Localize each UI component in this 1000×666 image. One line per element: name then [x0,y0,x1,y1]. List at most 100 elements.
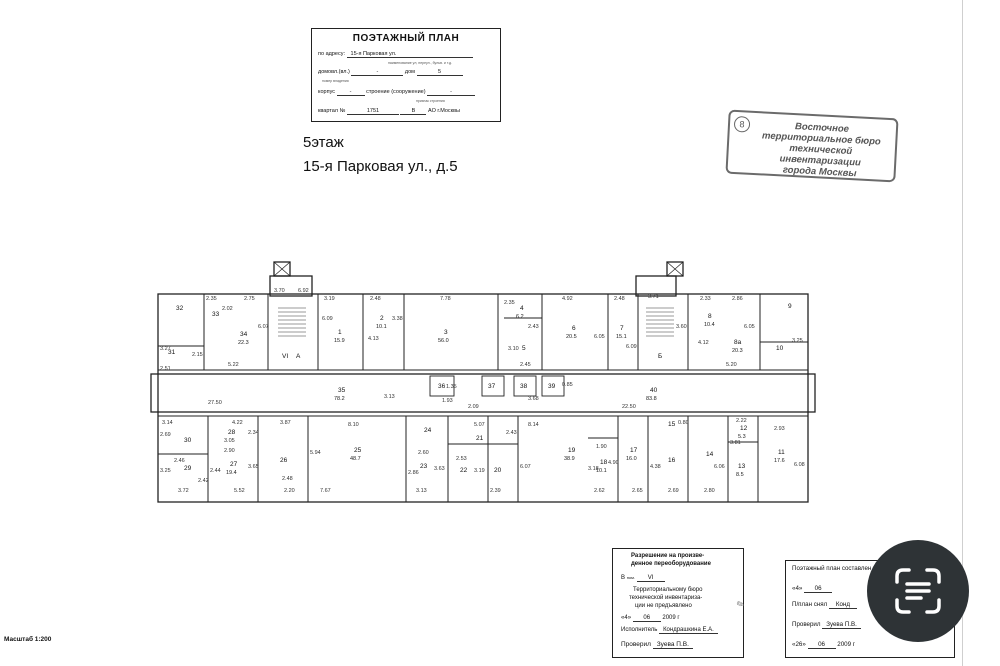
dim: 0.80 [678,420,689,426]
room-18-area: 10.1 [596,468,607,474]
stair-vi: VI [282,353,288,360]
room-39: 39 [548,383,556,390]
dim: 3.70 [274,288,285,294]
korpus-row: корпус - строение (сооружение) - [318,89,476,96]
room-32: 32 [176,305,184,312]
type-hint: признак строения [416,99,445,103]
room-27-area: 19.4 [226,470,237,476]
stroenie-label: строение (сооружение) [366,89,426,95]
room-40-area: 83.8 [646,396,657,402]
dim: 8.14 [528,422,539,428]
kvartal-label: квартал № [318,108,346,114]
compiled-plan-by-label: П/план снял [792,601,828,608]
compiled-checked: Проверил Зуева П.В. [792,621,861,629]
floor-plan: 32 33 31 34 22.3 VI А 1 15.9 2 10.1 3 56… [150,261,816,503]
dim: 6.06 [714,464,725,470]
dim: 3.10 [508,346,519,352]
room-15: 15 [668,421,676,428]
dim: 4.12 [698,340,709,346]
room-6-area: 20.5 [566,334,577,340]
room-4: 4 [520,305,524,312]
dim: 5.22 [228,362,239,368]
dim: 3.18 [588,466,599,472]
kvartal-value: 1751 [346,108,399,115]
corridor-band [150,373,816,413]
room-12-area: 5.3 [738,434,746,440]
room-2-area: 10.1 [376,324,387,330]
dim: 3.05 [224,438,235,444]
page-edge [962,0,963,666]
dim: 2.35 [504,300,515,306]
permit-checked-value: Зуева П.В. [652,641,693,649]
dim: 5.20 [726,362,737,368]
floor-title: 5этаж [303,134,344,151]
permit-checked: Проверил Зуева П.В. [621,641,693,649]
dim: 4.13 [368,336,379,342]
dim: 3.38 [392,316,403,322]
compiled-title: Поэтажный план составлен [792,565,872,572]
dim: 6.07 [258,324,269,330]
dim: 3.65 [248,464,259,470]
permit-body-2: технической инвентариза- [629,595,703,601]
room-1-area: 15.9 [334,338,345,344]
dim: 4.22 [232,420,243,426]
room-29: 29 [184,465,192,472]
permit-box: Разрешение на произве- денное переоборуд… [612,548,744,658]
compiled-date1-month: 06 [804,585,833,593]
dim: 2.48 [614,296,625,302]
dim: 2.75 [244,296,255,302]
room-16: 16 [668,457,676,464]
room-10: 10 [776,345,784,352]
dim: 27.50 [208,400,222,406]
dim: 22.50 [622,404,636,410]
dim: 1.90 [596,444,607,450]
okrug-prefix: В [400,108,427,115]
permit-date-year: 2009 [662,615,676,621]
domovl-label: домовл.(вл.) [318,69,350,75]
dim: 3.25 [792,338,803,344]
room-21: 21 [476,435,484,442]
dim: 6.08 [794,462,805,468]
compiled-checked-label: Проверил [792,621,821,628]
dim: 6.07 [520,464,531,470]
dim: 3.63 [434,466,445,472]
bti-stamp: 8 Восточное территориальное бюро техниче… [725,109,899,183]
compiled-plan-by-value: Конд [828,601,857,609]
dim: 2.93 [774,426,785,432]
compiled-date2-day: 26 [795,641,803,648]
room-28: 28 [228,429,236,436]
address-hint: наименование ул, переул., бульв. и т.д. [388,61,453,65]
number-hint: номер владения [322,79,349,83]
dim: 2.34 [248,430,259,436]
room-13: 13 [738,463,746,470]
permit-line-1: Разрешение на произве- [631,553,705,559]
dim: 5.94 [310,450,321,456]
address-title: 15-я Парковая ул., д.5 [303,158,458,175]
permit-body-3: ции не предъявлено [635,603,692,609]
dim: 4.92 [562,296,573,302]
dim: 0.85 [562,382,573,388]
dim: 3.27 [160,346,171,352]
vent-box-right [666,261,684,277]
room-38: 38 [520,383,528,390]
dim: 3.25 [160,468,171,474]
dim: 7.78 [440,296,451,302]
dim: 1.35 [446,384,457,390]
scan-text-button[interactable] [867,540,969,642]
dim: 3.68 [528,396,539,402]
dim: 2.86 [732,296,743,302]
dim: 2.39 [490,488,501,494]
permit-date-day: 4 [624,615,628,621]
dim: 8.10 [348,422,359,428]
compiled-plan-by: П/план снял Конд [792,601,857,609]
dom-label: дом [404,69,415,75]
dim: 6.92 [298,288,309,294]
room-14: 14 [706,451,714,458]
domovl-value: - [351,69,404,76]
room-35-area: 78.2 [334,396,345,402]
address-row: по адресу: 15-я Парковая ул. [318,51,473,58]
room-34: 34 [240,331,248,338]
vent-box-left [273,261,291,277]
permit-executor: Исполнитель Кондрашкина Е.А. [621,627,718,634]
stair-tower-left [269,275,313,297]
